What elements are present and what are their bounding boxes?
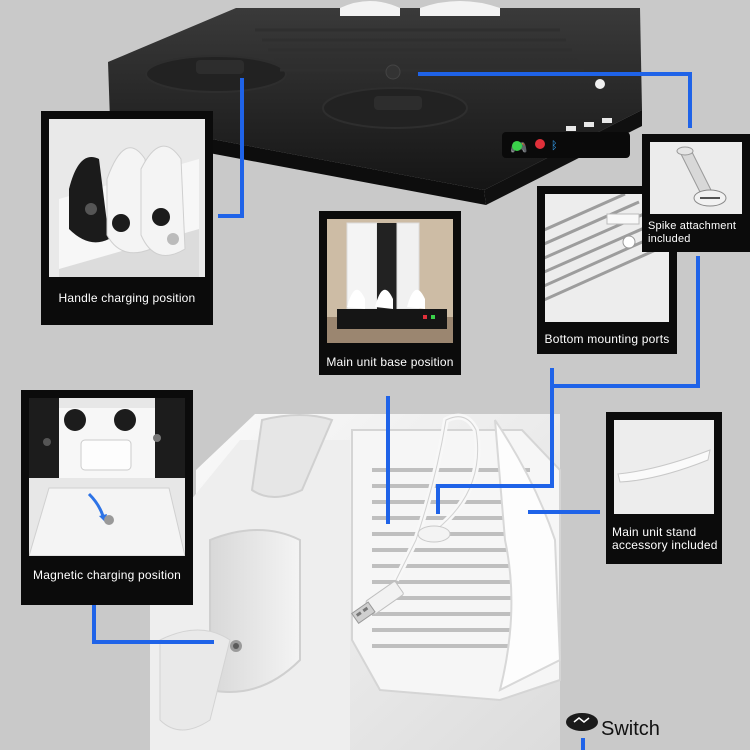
spike-screw-image	[650, 142, 742, 214]
main-unit-base-panel: Main unit base position	[319, 211, 461, 375]
main-unit-stand-panel: Main unit stand accessory included	[606, 412, 722, 564]
main-unit-stand-label: Main unit stand accessory included	[612, 525, 718, 552]
spike-attachment-panel: Spike attachment included	[642, 134, 750, 252]
white-stand-photo	[150, 413, 598, 750]
spike-attachment-label: Spike attachment included	[648, 220, 737, 245]
main-unit-base-label: Main unit base position	[326, 355, 454, 369]
controllers-on-dock-image	[49, 119, 205, 277]
controller-magnetic-image	[29, 398, 185, 556]
magnetic-charging-label: Magnetic charging position	[33, 568, 181, 582]
svg-text:ᛒ: ᛒ	[551, 139, 558, 152]
stand-accessory-image	[614, 420, 714, 514]
callout-lines	[92, 72, 700, 750]
handle-charging-label: Handle charging position	[58, 291, 196, 305]
handle-charging-panel: Handle charging position	[41, 111, 213, 325]
magnetic-charging-panel: Magnetic charging position	[21, 390, 193, 605]
bottom-mounting-label: Bottom mounting ports	[544, 332, 670, 346]
console-on-dock-image	[327, 219, 453, 343]
switch-label: Switch	[601, 718, 660, 740]
